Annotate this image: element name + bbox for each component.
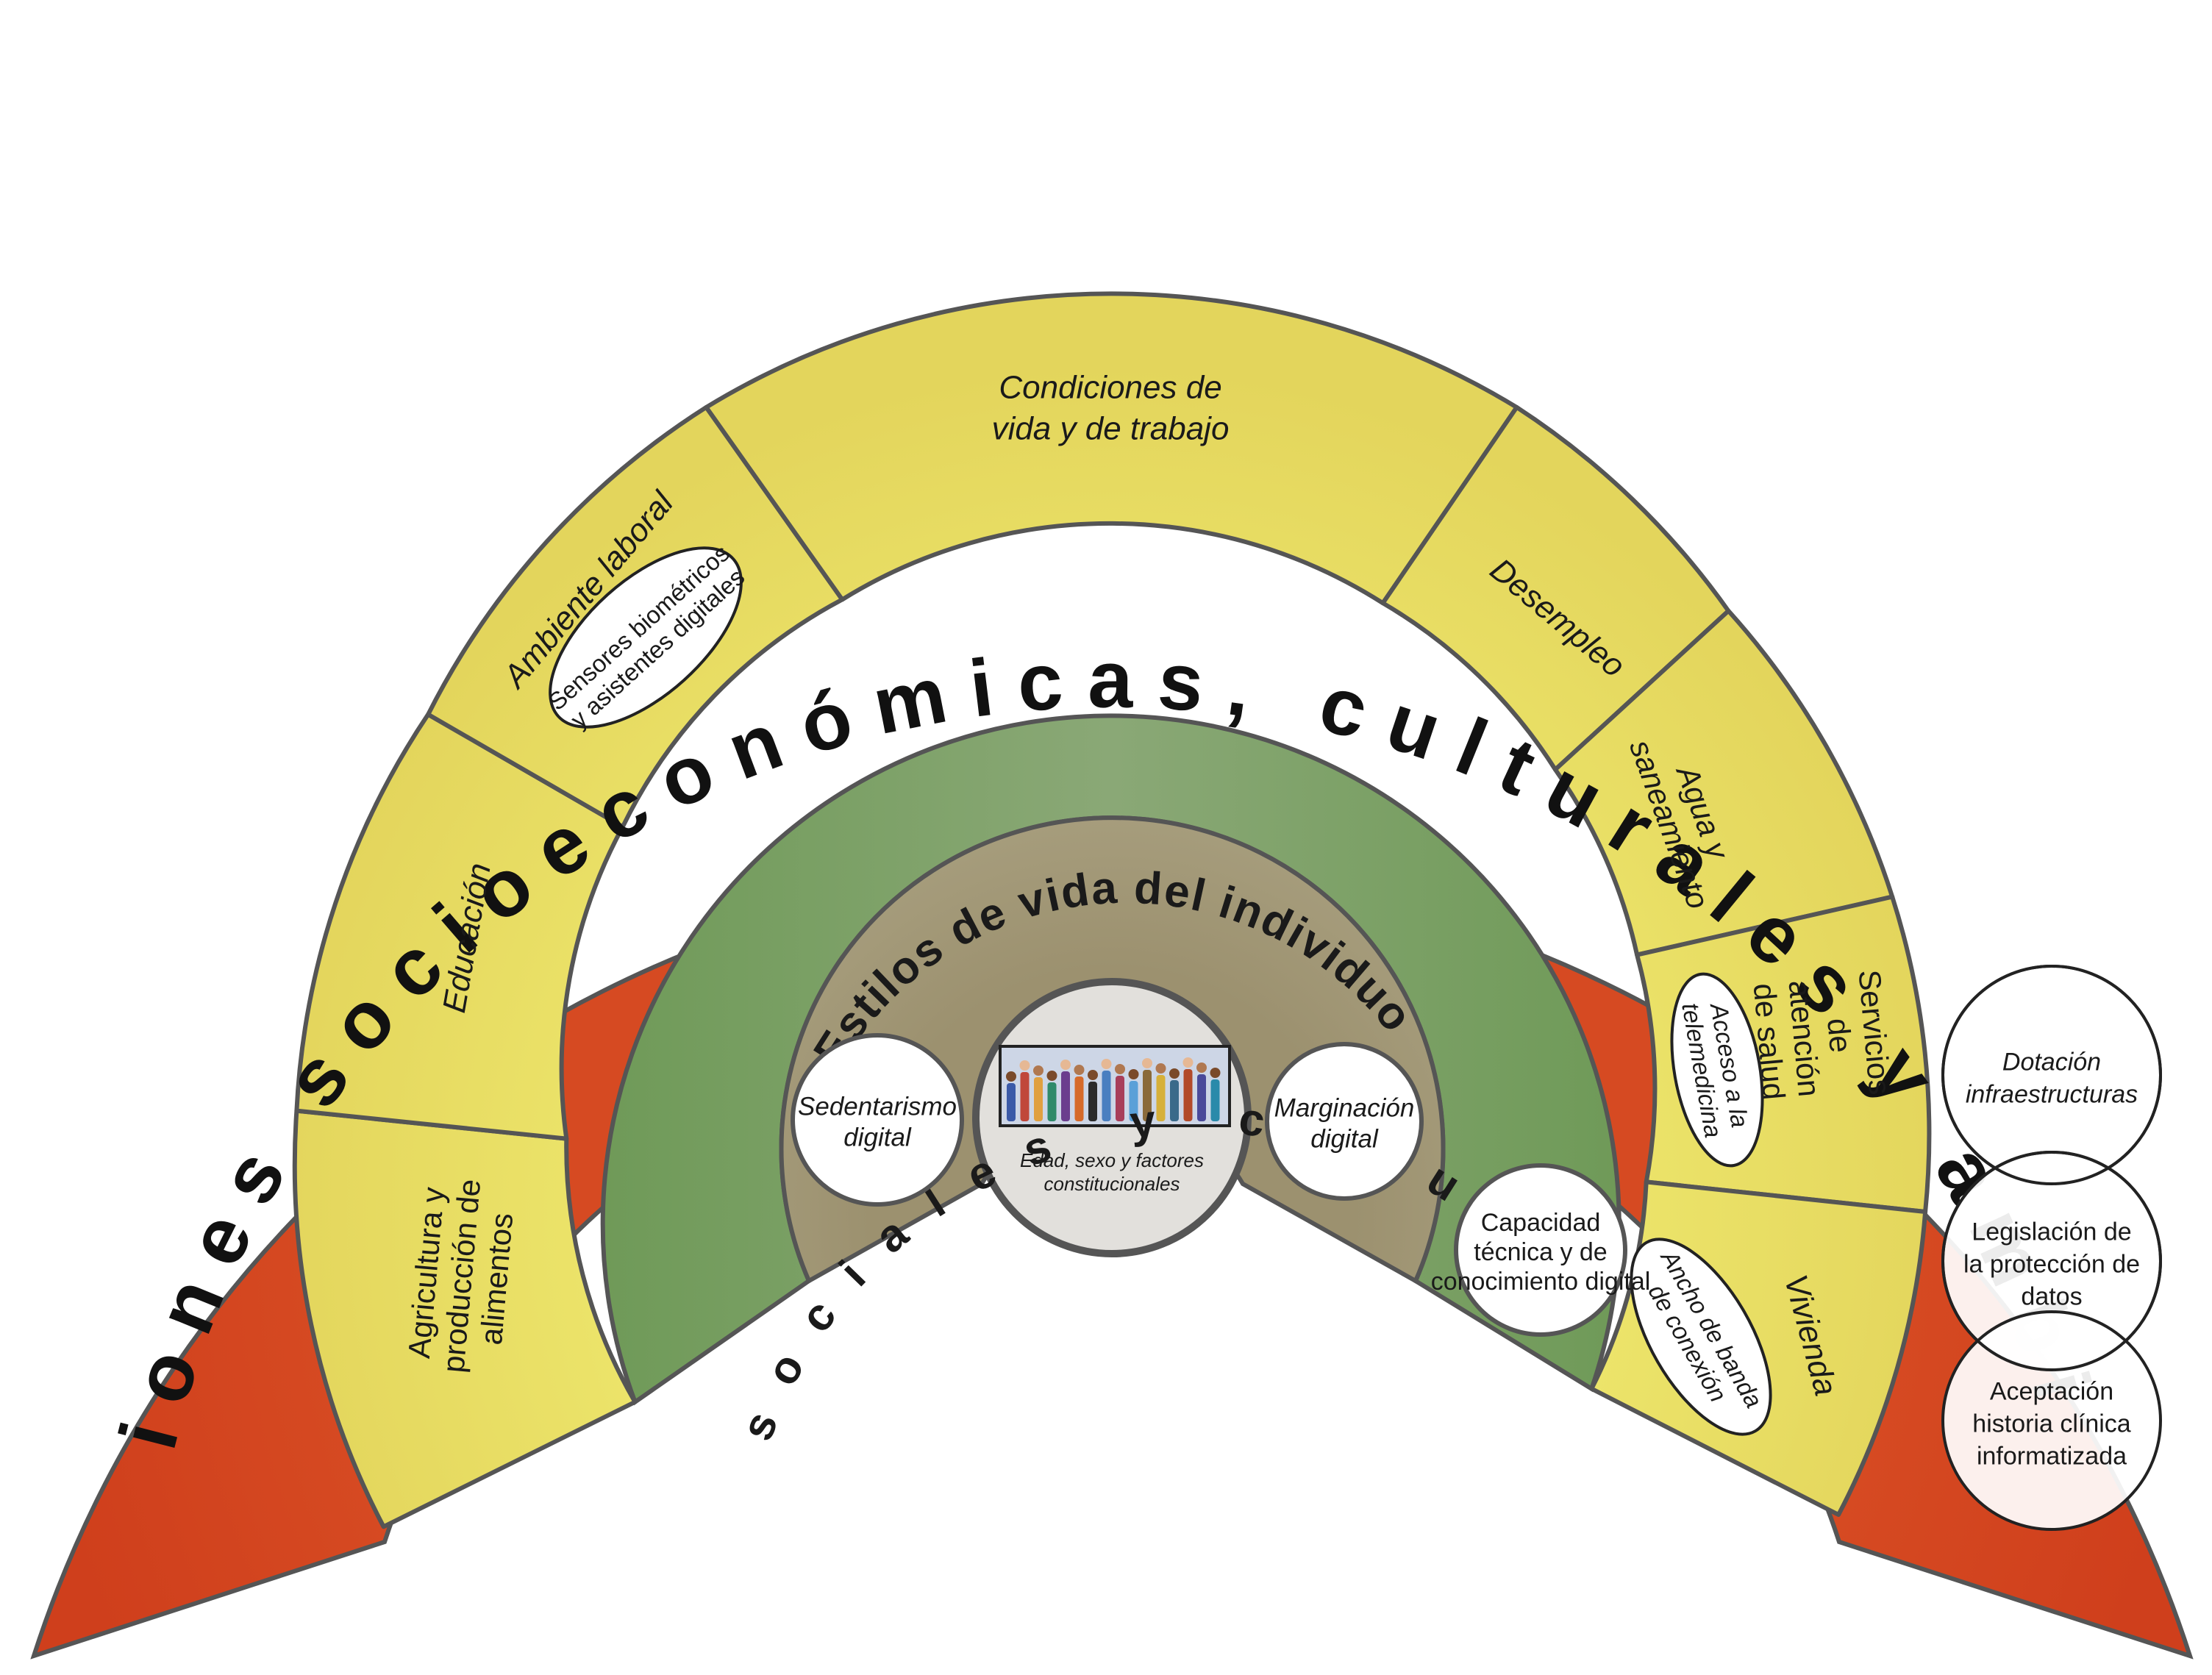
person-figure (1143, 1070, 1152, 1121)
person-figure (1102, 1071, 1111, 1121)
person-head (1128, 1069, 1139, 1079)
oval-sensores (549, 546, 743, 729)
person-head (1169, 1068, 1180, 1079)
person-figure (1074, 1076, 1084, 1121)
person-figure (1020, 1072, 1030, 1121)
person-head (1006, 1071, 1016, 1082)
person-head (1142, 1058, 1152, 1068)
circle-sedentarismo (791, 1033, 964, 1207)
person-head (1046, 1071, 1057, 1081)
person-head (1196, 1062, 1207, 1073)
person-figure (1088, 1082, 1097, 1121)
person-head (1060, 1060, 1071, 1070)
circle-capacidad (1454, 1163, 1627, 1337)
person-figure (1007, 1083, 1016, 1121)
person-figure (1061, 1071, 1070, 1121)
circle-marginacion (1265, 1042, 1424, 1201)
oval-telemedicina (1670, 972, 1764, 1168)
person-head (1210, 1068, 1221, 1078)
person-figure (1210, 1079, 1220, 1121)
person-head (1088, 1070, 1098, 1080)
circle-aceptacion (1941, 1310, 2162, 1531)
person-head (1155, 1063, 1166, 1074)
oval-ancho-banda (1630, 1238, 1772, 1436)
person-head (1182, 1057, 1194, 1068)
circle-legislacion-outline (1941, 1151, 2162, 1371)
person-head (1033, 1065, 1043, 1076)
person-head (1019, 1060, 1030, 1071)
person-head (1101, 1059, 1112, 1069)
person-head (1074, 1065, 1085, 1075)
person-figure (1129, 1081, 1138, 1121)
people-group-icon (999, 1045, 1231, 1127)
person-figure (1047, 1082, 1057, 1121)
person-figure (1170, 1080, 1179, 1121)
person-head (1115, 1064, 1125, 1074)
circle-dotacion-outline (1941, 965, 2162, 1185)
person-figure (1197, 1074, 1206, 1121)
person-figure (1156, 1075, 1166, 1121)
person-figure (1116, 1076, 1124, 1121)
person-figure (1183, 1069, 1193, 1121)
person-figure (1034, 1077, 1043, 1121)
sector-condiciones (704, 291, 1519, 606)
sector-label-agricultura: Agricultura yproducción dealimentos (401, 1175, 522, 1377)
